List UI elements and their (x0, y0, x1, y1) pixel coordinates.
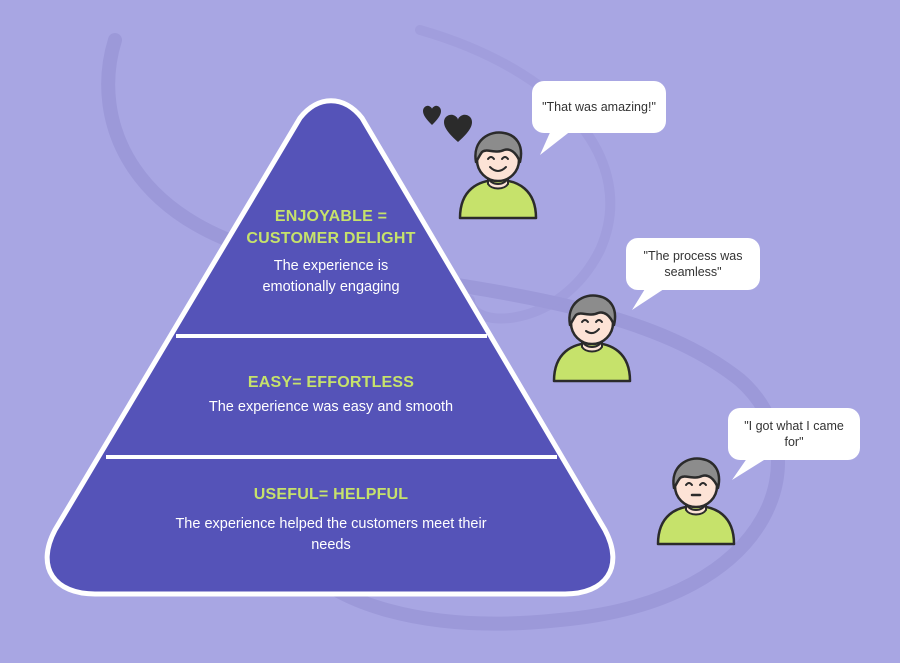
heart-icon (423, 105, 441, 125)
tier-description: The experience is (273, 258, 389, 274)
background-swirl (101, 33, 785, 631)
tier-easy: EASY= EFFORTLESS The experience was easy… (146, 372, 516, 418)
tier-title: USEFUL= HELPFUL (253, 486, 409, 503)
quote-bubble: "That was amazing!" (532, 81, 666, 133)
tier-description: emotionally engaging (262, 279, 400, 295)
tier-title: EASY= EFFORTLESS (247, 374, 415, 391)
person-icon (656, 457, 736, 546)
tier-title: CUSTOMER DELIGHT (246, 230, 416, 247)
speech-bubble-icon (540, 128, 572, 155)
person-icon (458, 131, 538, 220)
quote-bubble: "The process was seamless" (626, 238, 760, 290)
quote-text: seamless" (664, 265, 722, 279)
person-icon (552, 294, 632, 383)
quote-text: for" (784, 435, 804, 449)
speech-bubble-icon (632, 284, 670, 310)
quote-text: "I got what I came (744, 419, 844, 433)
tier-useful: USEFUL= HELPFUL The experience helped th… (106, 484, 556, 556)
quote-text: "The process was (643, 249, 743, 263)
background-swirl (415, 25, 616, 324)
quote-bubble: "I got what I came for" (728, 408, 860, 460)
speech-bubble-icon (732, 454, 772, 480)
pyramid-outer (44, 98, 616, 597)
quote-text: "That was amazing!" (542, 100, 656, 114)
heart-icon (444, 114, 472, 142)
tier-enjoyable: ENJOYABLE = CUSTOMER DELIGHT The experie… (206, 206, 456, 298)
tier-description: The experience helped the customers meet… (175, 516, 487, 532)
tier-title: ENJOYABLE = (274, 208, 388, 225)
tier-description: needs (311, 537, 351, 553)
tier-description: The experience was easy and smooth (208, 399, 454, 415)
